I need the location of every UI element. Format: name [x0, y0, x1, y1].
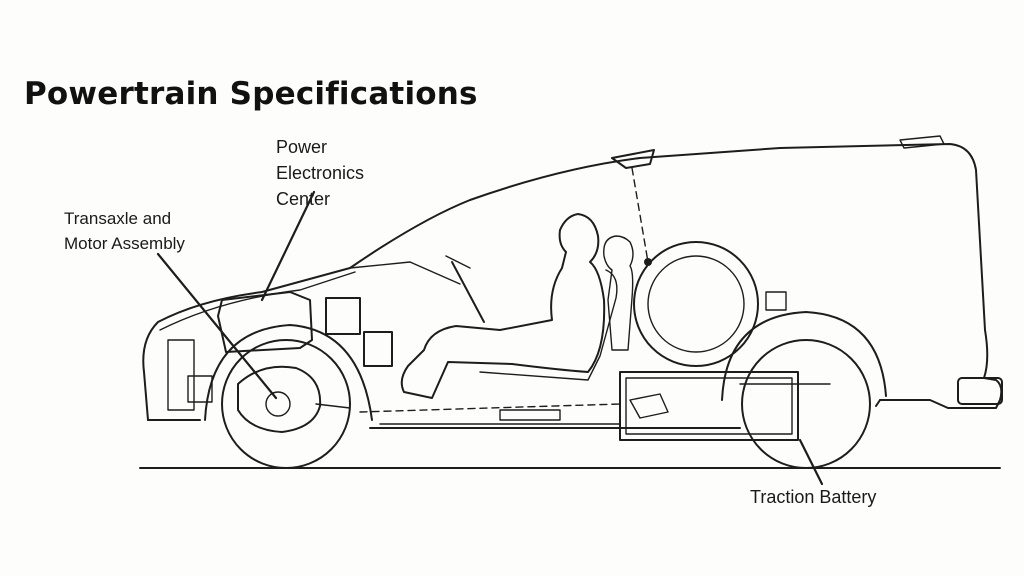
hood-line — [159, 271, 356, 331]
rear-passenger-figure — [603, 235, 634, 351]
front-bracket — [187, 375, 213, 403]
callout-transaxle-motor-assembly: Transaxle and Motor Assembly — [64, 206, 234, 256]
underbody-frame — [379, 409, 621, 425]
callout-traction-battery: Traction Battery — [750, 487, 877, 507]
car-underbody — [147, 399, 881, 429]
rear-wheel-arch — [721, 311, 887, 401]
rear-bumper — [957, 377, 1003, 405]
leader-line-traction-battery — [798, 438, 824, 486]
rear-light — [765, 291, 787, 311]
battery-inner-outline — [625, 377, 793, 435]
motor-center — [265, 391, 291, 417]
callout-line-1: Power — [276, 137, 328, 157]
front-wheel-arch — [204, 324, 373, 421]
electronics-module — [363, 331, 393, 367]
spare-tire — [633, 241, 759, 367]
steering-wheel — [445, 255, 471, 269]
traction-battery-pack — [619, 371, 799, 441]
seatbelt-line — [631, 167, 649, 263]
callout-line-3: Center — [276, 189, 331, 209]
leader-line-transaxle — [156, 252, 278, 400]
battery-bracket — [629, 393, 669, 419]
driver-seat — [479, 269, 618, 381]
underbody-cable — [359, 403, 621, 413]
spare-tire-rim — [647, 255, 745, 353]
front-wheel — [221, 339, 351, 469]
roof-mount — [611, 149, 655, 169]
leader-line-power-electronics — [260, 190, 316, 302]
windshield-line — [349, 261, 461, 285]
electronics-module — [325, 297, 361, 335]
rear-wheel — [741, 339, 871, 469]
callout-power-electronics-center: Power Electronics Center — [276, 134, 406, 212]
motor-housing — [237, 365, 322, 433]
callout-line-2: Motor Assembly — [64, 234, 185, 253]
rear-roof-mount — [899, 135, 945, 149]
steering-column — [451, 261, 485, 323]
driver-figure — [400, 213, 606, 399]
drive-shaft — [315, 403, 351, 409]
callout-line-2: Electronics — [276, 163, 365, 183]
page-title: Powertrain Specifications — [24, 76, 478, 112]
callout-line-1: Transaxle and — [64, 209, 172, 228]
front-radiator — [167, 339, 195, 411]
seatbelt-anchor — [644, 258, 652, 266]
